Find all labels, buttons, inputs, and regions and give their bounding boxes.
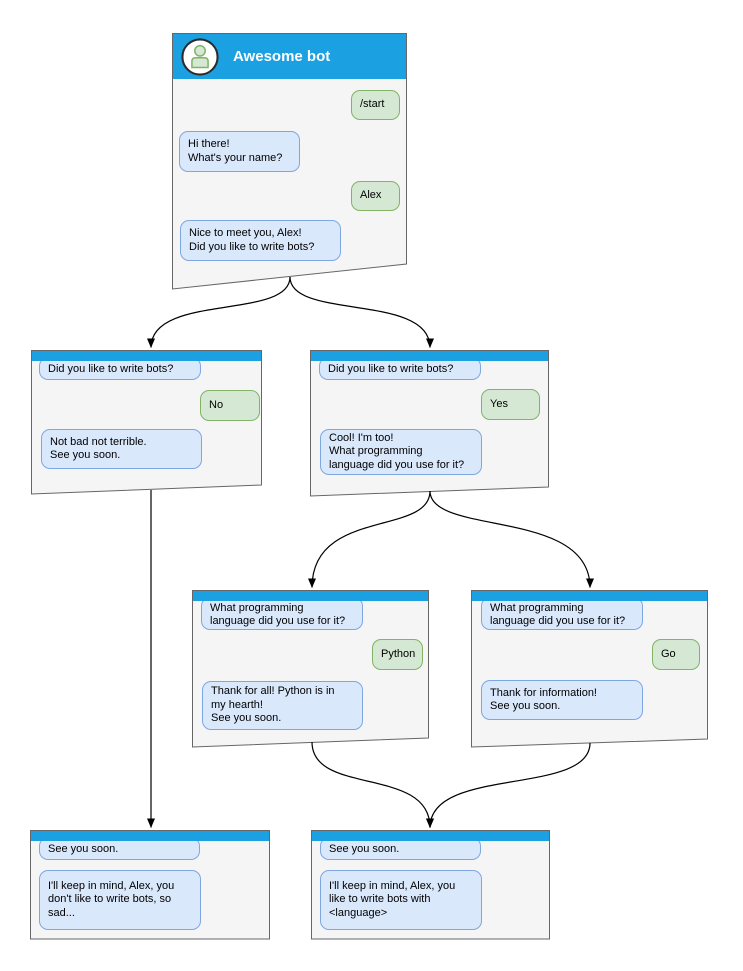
chat-header xyxy=(193,591,428,601)
connector-start-to-no xyxy=(147,276,291,348)
bot-message-bubble: Did you like to write bots? xyxy=(39,357,201,380)
connector-yes-to-go xyxy=(429,490,594,588)
connector-yes-to-python xyxy=(308,490,431,588)
person-icon xyxy=(181,38,219,76)
bot-message-bubble: What programming language did you use fo… xyxy=(201,597,363,630)
chat-node-python-branch: What programming language did you use fo… xyxy=(192,590,429,748)
bot-title: Awesome bot xyxy=(233,48,331,65)
bot-message-bubble: Not bad not terrible. See you soon. xyxy=(41,429,202,469)
bot-message-bubble: I'll keep in mind, Alex, you don't like … xyxy=(39,870,201,930)
bot-message-bubble: Thank for information! See you soon. xyxy=(481,680,643,720)
connector-python-to-end-yes xyxy=(311,741,434,828)
bot-avatar xyxy=(181,38,219,76)
user-message-bubble: Yes xyxy=(481,389,540,420)
bot-message-bubble: Cool! I'm too! What programming language… xyxy=(320,429,482,475)
chat-header: Awesome bot xyxy=(173,34,406,79)
connector-go-to-end-yes xyxy=(426,742,591,828)
bot-message-bubble: Thank for all! Python is in my hearth! S… xyxy=(202,681,363,730)
chat-header xyxy=(472,591,707,601)
chat-node-start: Awesome bot /start Hi there! What's your… xyxy=(172,33,407,289)
chat-header xyxy=(32,351,261,361)
user-message-bubble: No xyxy=(200,390,260,421)
bot-message-bubble: Nice to meet you, Alex! Did you like to … xyxy=(180,220,341,261)
chat-node-yes-branch: Did you like to write bots? Yes Cool! I'… xyxy=(310,350,549,497)
chat-node-no-branch: Did you like to write bots? No Not bad n… xyxy=(31,350,262,496)
user-message-bubble: Alex xyxy=(351,181,400,211)
chat-header xyxy=(312,831,549,841)
chat-node-end-yes: See you soon. I'll keep in mind, Alex, y… xyxy=(311,830,550,939)
chat-node-go-branch: What programming language did you use fo… xyxy=(471,590,708,748)
connector-start-to-yes xyxy=(289,276,434,348)
chat-header xyxy=(31,831,269,841)
bot-message-bubble: Hi there! What's your name? xyxy=(179,131,300,172)
chat-header xyxy=(311,351,548,361)
user-message-bubble: Python xyxy=(372,639,423,670)
user-message-bubble: /start xyxy=(351,90,400,120)
user-message-bubble: Go xyxy=(652,639,700,670)
chat-node-end-no: See you soon. I'll keep in mind, Alex, y… xyxy=(30,830,270,939)
bot-message-bubble: I'll keep in mind, Alex, you like to wri… xyxy=(320,870,482,930)
bot-message-bubble: What programming language did you use fo… xyxy=(481,597,643,630)
